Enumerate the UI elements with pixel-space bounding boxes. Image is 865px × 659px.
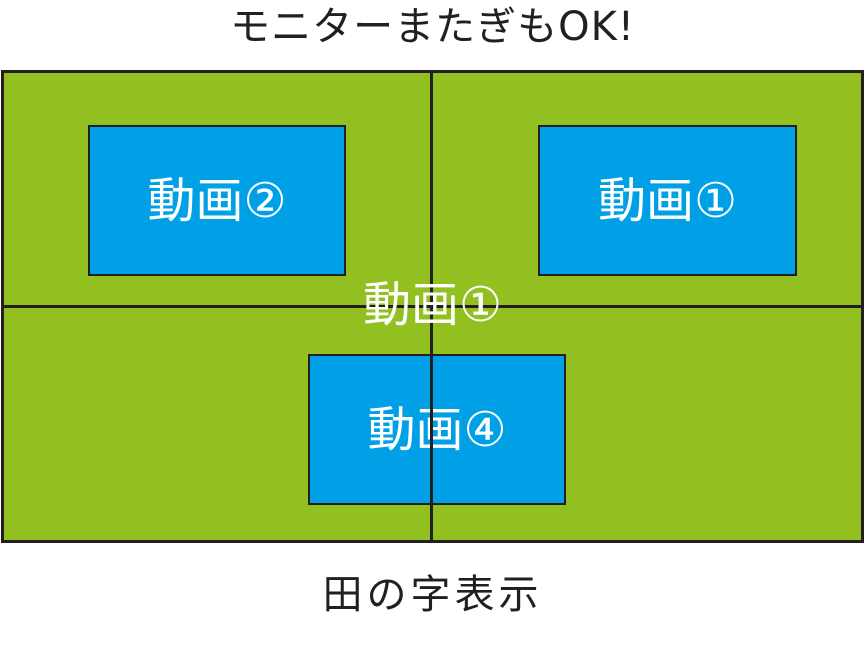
video-window-1: 動画① xyxy=(538,125,797,276)
layout-caption: 田の字表示 xyxy=(322,572,543,618)
background-video-label: 動画① xyxy=(362,277,503,333)
page-title: モニターまたぎもOK! xyxy=(230,4,635,50)
video-label: 動画① xyxy=(597,172,738,229)
monitor-divider-horizontal xyxy=(3,305,862,308)
video-label: 動画④ xyxy=(367,401,507,458)
video-label: 動画② xyxy=(147,172,287,229)
video-window-2: 動画② xyxy=(88,125,346,276)
video-window-4: 動画④ xyxy=(308,354,566,505)
